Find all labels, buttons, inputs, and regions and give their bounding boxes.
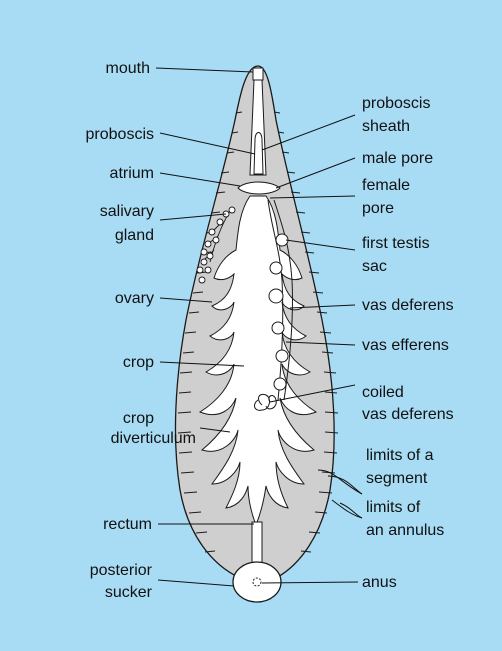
label-atrium: atrium (110, 165, 154, 182)
labels-left: mouth proboscis atrium salivary gland ov… (86, 60, 196, 601)
label-mouth: mouth (106, 60, 150, 77)
proboscis (254, 133, 263, 175)
label-ovary: ovary (115, 290, 154, 307)
label-anus: anus (362, 574, 397, 591)
label-coiled-vas-deferens-2: vas deferens (362, 406, 454, 423)
label-female-pore-1: female (362, 177, 410, 194)
label-proboscis: proboscis (86, 126, 154, 143)
label-female-pore-2: pore (362, 200, 394, 217)
label-rectum: rectum (103, 516, 152, 533)
label-limits-of-an-annulus-1: limits of (366, 499, 421, 516)
label-first-testis-sac-1: first testis (362, 235, 430, 252)
label-limits-of-an-annulus-2: an annulus (366, 522, 444, 539)
label-posterior-sucker-2: sucker (105, 584, 153, 601)
labels-right: proboscis sheath male pore female pore f… (362, 95, 454, 591)
label-posterior-sucker-1: posterior (90, 562, 153, 579)
label-limits-of-a-segment-2: segment (366, 470, 428, 487)
label-vas-efferens: vas efferens (362, 337, 449, 354)
label-crop: crop (123, 354, 154, 371)
posterior-sucker-shape (233, 562, 281, 602)
label-proboscis-sheath-1: proboscis (362, 95, 430, 112)
label-crop-diverticulum-1: crop (123, 410, 154, 427)
label-salivary-gland-1: salivary (100, 203, 154, 220)
label-crop-diverticulum-2: diverticulum (111, 430, 196, 447)
label-limits-of-a-segment-1: limits of a (366, 447, 434, 464)
label-coiled-vas-deferens-1: coiled (362, 384, 404, 401)
label-vas-deferens: vas deferens (362, 297, 454, 314)
label-male-pore: male pore (362, 150, 433, 167)
mouth-opening (253, 68, 263, 80)
label-salivary-gland-2: gland (115, 227, 154, 244)
label-proboscis-sheath-2: sheath (362, 118, 410, 135)
label-first-testis-sac-2: sac (362, 258, 387, 275)
